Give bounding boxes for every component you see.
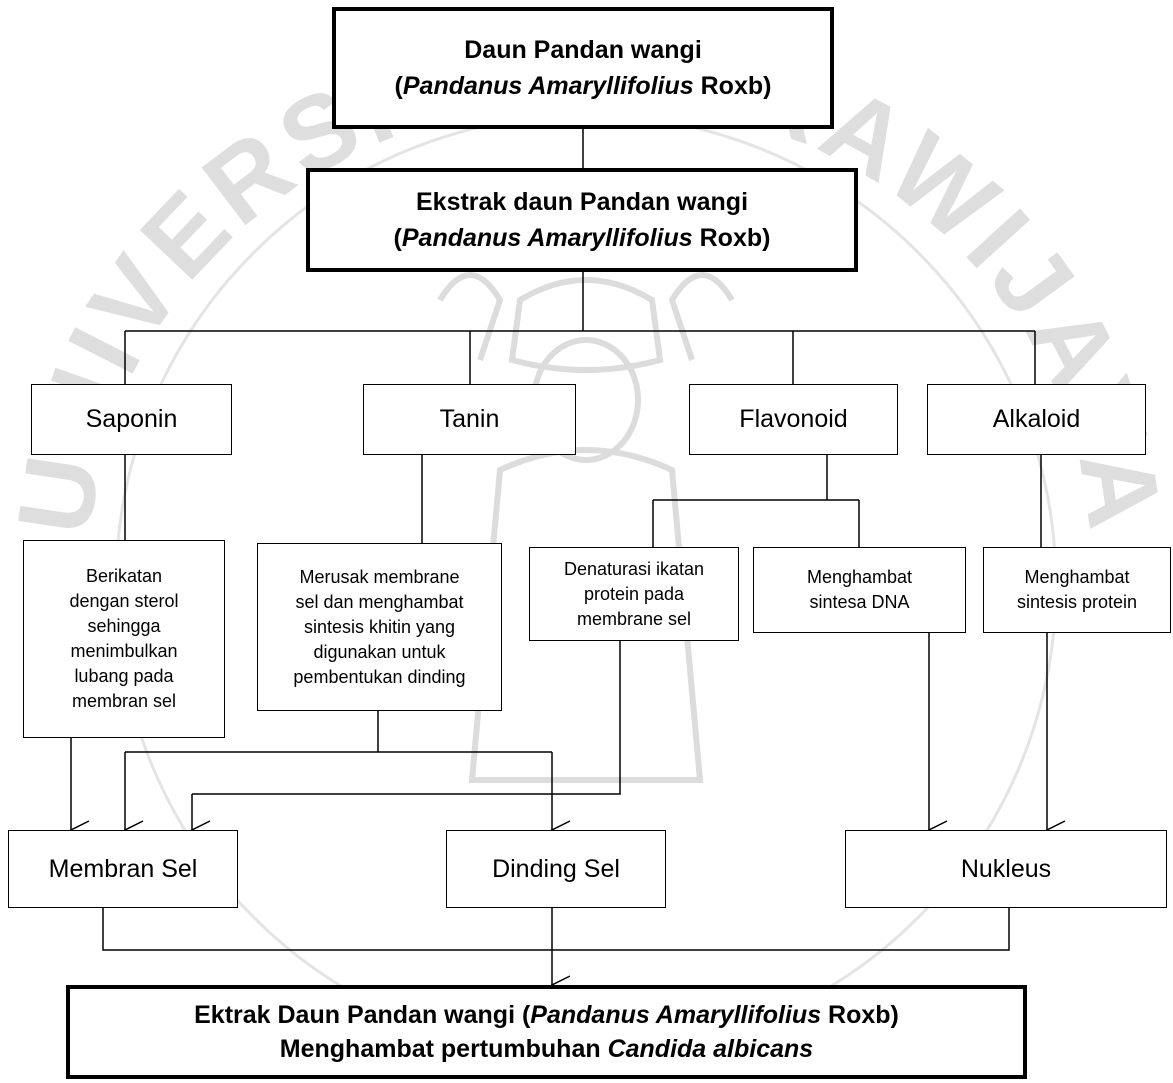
nukleus-box: Nukleus [845,830,1167,908]
ekstrak-daun-box: Ekstrak daun Pandan wangi (Pandanus Amar… [306,168,858,272]
alkaloid-label: Alkaloid [992,405,1081,433]
effect-saponin-line: membran sel [71,691,177,711]
tanin-box: Tanin [363,384,576,455]
flavonoid-label: Flavonoid [739,405,848,433]
effect-saponin-line: dengan sterol [69,591,179,611]
flavonoid-box: Flavonoid [689,384,898,455]
effect-dna-line: Menghambat [806,567,913,587]
effect-tanin-line: sintesis khitin yang [303,616,456,637]
result-box: Ektrak Daun Pandan wangi (Pandanus Amary… [66,985,1027,1079]
effect-tanin-line: Merusak membrane [299,566,460,587]
saponin-label: Saponin [85,405,178,433]
effect-protein-line: Menghambat [1024,567,1130,587]
effect-denaturasi-box: Denaturasi ikatan protein pada membrane … [529,547,739,641]
daun-pandan-box: Daun Pandan wangi (Pandanus Amaryllifoli… [332,7,834,129]
effect-denaturasi-line: Denaturasi ikatan [563,558,705,579]
effect-saponin-box: Berikatan dengan sterol sehingga menimbu… [23,540,225,738]
effect-tanin-line: pembentukan dinding [293,666,466,687]
connector-tanin-split [125,711,552,753]
daun-line2: (Pandanus Amaryllifolius Roxb) [394,72,772,100]
effect-dna-line: sintesa DNA [809,592,910,612]
dinding-sel-box: Dinding Sel [446,830,666,908]
ekstrak-line2: (Pandanus Amaryllifolius Roxb) [393,224,771,252]
effect-protein-box: Menghambat sintesis protein [983,547,1171,633]
effect-tanin-line: digunakan untuk [313,641,446,662]
tanin-label: Tanin [439,405,500,433]
nukleus-label: Nukleus [960,854,1052,883]
saponin-box: Saponin [31,384,232,455]
effect-tanin-box: Merusak membrane sel dan menghambat sint… [257,543,502,711]
result-line2: Menghambat pertumbuhan Candida albicans [279,1035,814,1063]
result-line1: Ektrak Daun Pandan wangi (Pandanus Amary… [194,1001,899,1029]
effect-protein-line: sintesis protein [1016,592,1138,612]
dinding-sel-label: Dinding Sel [492,854,620,883]
effect-saponin-line: sehingga [87,616,161,636]
connector-denaturasi-membran [192,640,621,795]
effect-saponin-line: lubang pada [74,666,174,686]
alkaloid-box: Alkaloid [927,384,1146,455]
daun-line1: Daun Pandan wangi [464,36,702,64]
effect-denaturasi-line: membrane sel [576,608,692,629]
membran-sel-box: Membran Sel [8,830,238,908]
effect-saponin-line: menimbulkan [70,641,178,661]
membran-sel-label: Membran Sel [48,854,198,883]
effect-denaturasi-line: protein pada [583,583,685,604]
effect-saponin-line: Berikatan [85,566,163,586]
ekstrak-line1: Ekstrak daun Pandan wangi [415,188,749,216]
effect-dna-box: Menghambat sintesa DNA [753,547,966,633]
effect-tanin-line: sel dan menghambat [295,591,464,612]
connector-flavonoid-effects [652,455,860,547]
connector-target-bus [102,907,1010,951]
